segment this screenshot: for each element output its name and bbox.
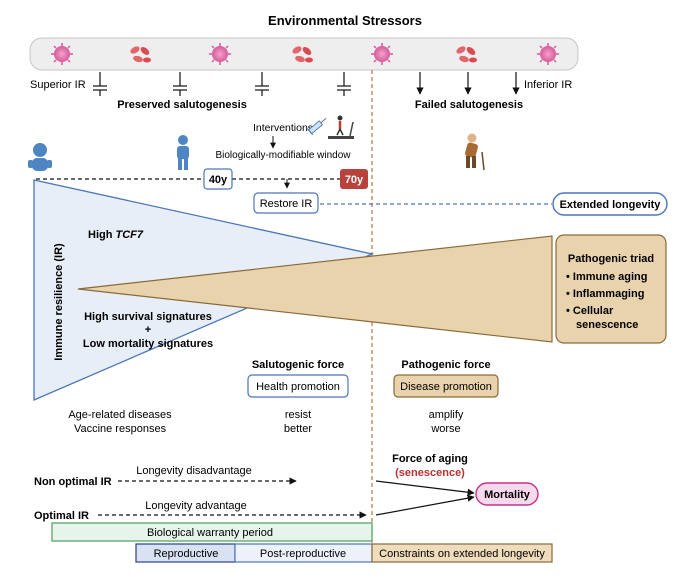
stressors-title: Environmental Stressors [268,13,422,28]
blocked-arrow-icon [255,72,269,96]
warranty-period-bar [51,522,373,542]
triad-item: senescence [576,319,638,331]
plus-label: + [145,324,151,336]
age-70-box [340,169,368,189]
better-label: better [284,423,312,435]
reproductive-label: Reproductive [154,548,219,560]
age-40-label: 40y [209,174,228,186]
senescence-label: (senescence) [395,467,465,479]
age-70-label: 70y [345,174,364,186]
stressor-band [29,37,579,71]
treadmill-icon [328,115,354,139]
optimal-ir-label: Optimal IR [34,510,89,522]
health-promotion-label: Health promotion [256,381,340,393]
to-mortality-arrow [375,494,475,516]
bacteria-icon [456,46,477,63]
mortality-signatures-label: Low mortality signatures [83,338,213,350]
mortality-label: Mortality [484,489,531,501]
to-mortality-arrow [375,480,475,496]
infant-icon [28,143,52,171]
syringe-icon [307,117,327,136]
restore-ir-label: Restore IR [260,198,313,210]
disease-promotion-box [393,374,499,398]
immune-resilience-axis-label: Immune resilience (IR) [53,243,65,361]
inferior-ir-label: Inferior IR [524,79,572,91]
constraints-label: Constraints on extended longevity [379,548,545,560]
warranty-period-label: Biological warranty period [147,527,273,539]
longevity-disadvantage-label: Longevity disadvantage [136,465,252,477]
preserved-salutogenesis-label: Preserved salutogenesis [117,99,247,111]
blocked-arrow-icon [173,72,187,96]
pathogenic-triad-box [555,234,667,344]
mortality-box [475,482,539,506]
health-promotion-box [247,374,349,398]
modifiable-window-label: Biologically-modifiable window [215,150,351,161]
salutogenic-force-label: Salutogenic force [252,359,344,371]
triad-item: • Inflammaging [566,288,644,300]
restore-ir-box [253,192,319,214]
bacteria-icon [292,46,313,63]
force-of-aging-label: Force of aging [392,453,468,465]
longevity-advantage-label: Longevity advantage [145,500,247,512]
failed-salutogenesis-label: Failed salutogenesis [415,99,523,111]
blocked-arrow-icon [337,72,351,96]
virus-icon [51,43,73,65]
post-reproductive-label: Post-reproductive [260,548,346,560]
triad-item: • Cellular [566,305,614,317]
elderly-icon [465,133,485,171]
blocked-arrow-icon [93,72,107,96]
pathogenic-triangle [77,235,553,343]
amplify-label: amplify [429,409,464,421]
extended-longevity-label: Extended longevity [560,199,662,211]
adult-icon [177,135,189,170]
disease-promotion-label: Disease promotion [400,381,492,393]
age-40-box [203,168,233,190]
superior-ir-label: Superior IR [30,79,86,91]
pathogenic-force-label: Pathogenic force [401,359,490,371]
interventions-label: Interventions [253,122,313,134]
pathogenic-triad-title: Pathogenic triad [568,253,654,265]
extended-longevity-box [552,192,668,216]
triad-item: • Immune aging [566,271,647,283]
bacteria-icon [130,46,151,63]
age-related-diseases-label: Age-related diseases [68,409,172,421]
high-tcf7-label: High TCF7 [88,229,144,241]
non-optimal-ir-label: Non optimal IR [34,476,112,488]
resist-label: resist [285,409,311,421]
vaccine-responses-label: Vaccine responses [74,423,167,435]
virus-icon [209,43,231,65]
virus-icon [537,43,559,65]
worse-label: worse [430,423,460,435]
survival-signatures-label: High survival signatures [84,311,212,323]
constraints-bar [371,543,553,563]
virus-icon [371,43,393,65]
